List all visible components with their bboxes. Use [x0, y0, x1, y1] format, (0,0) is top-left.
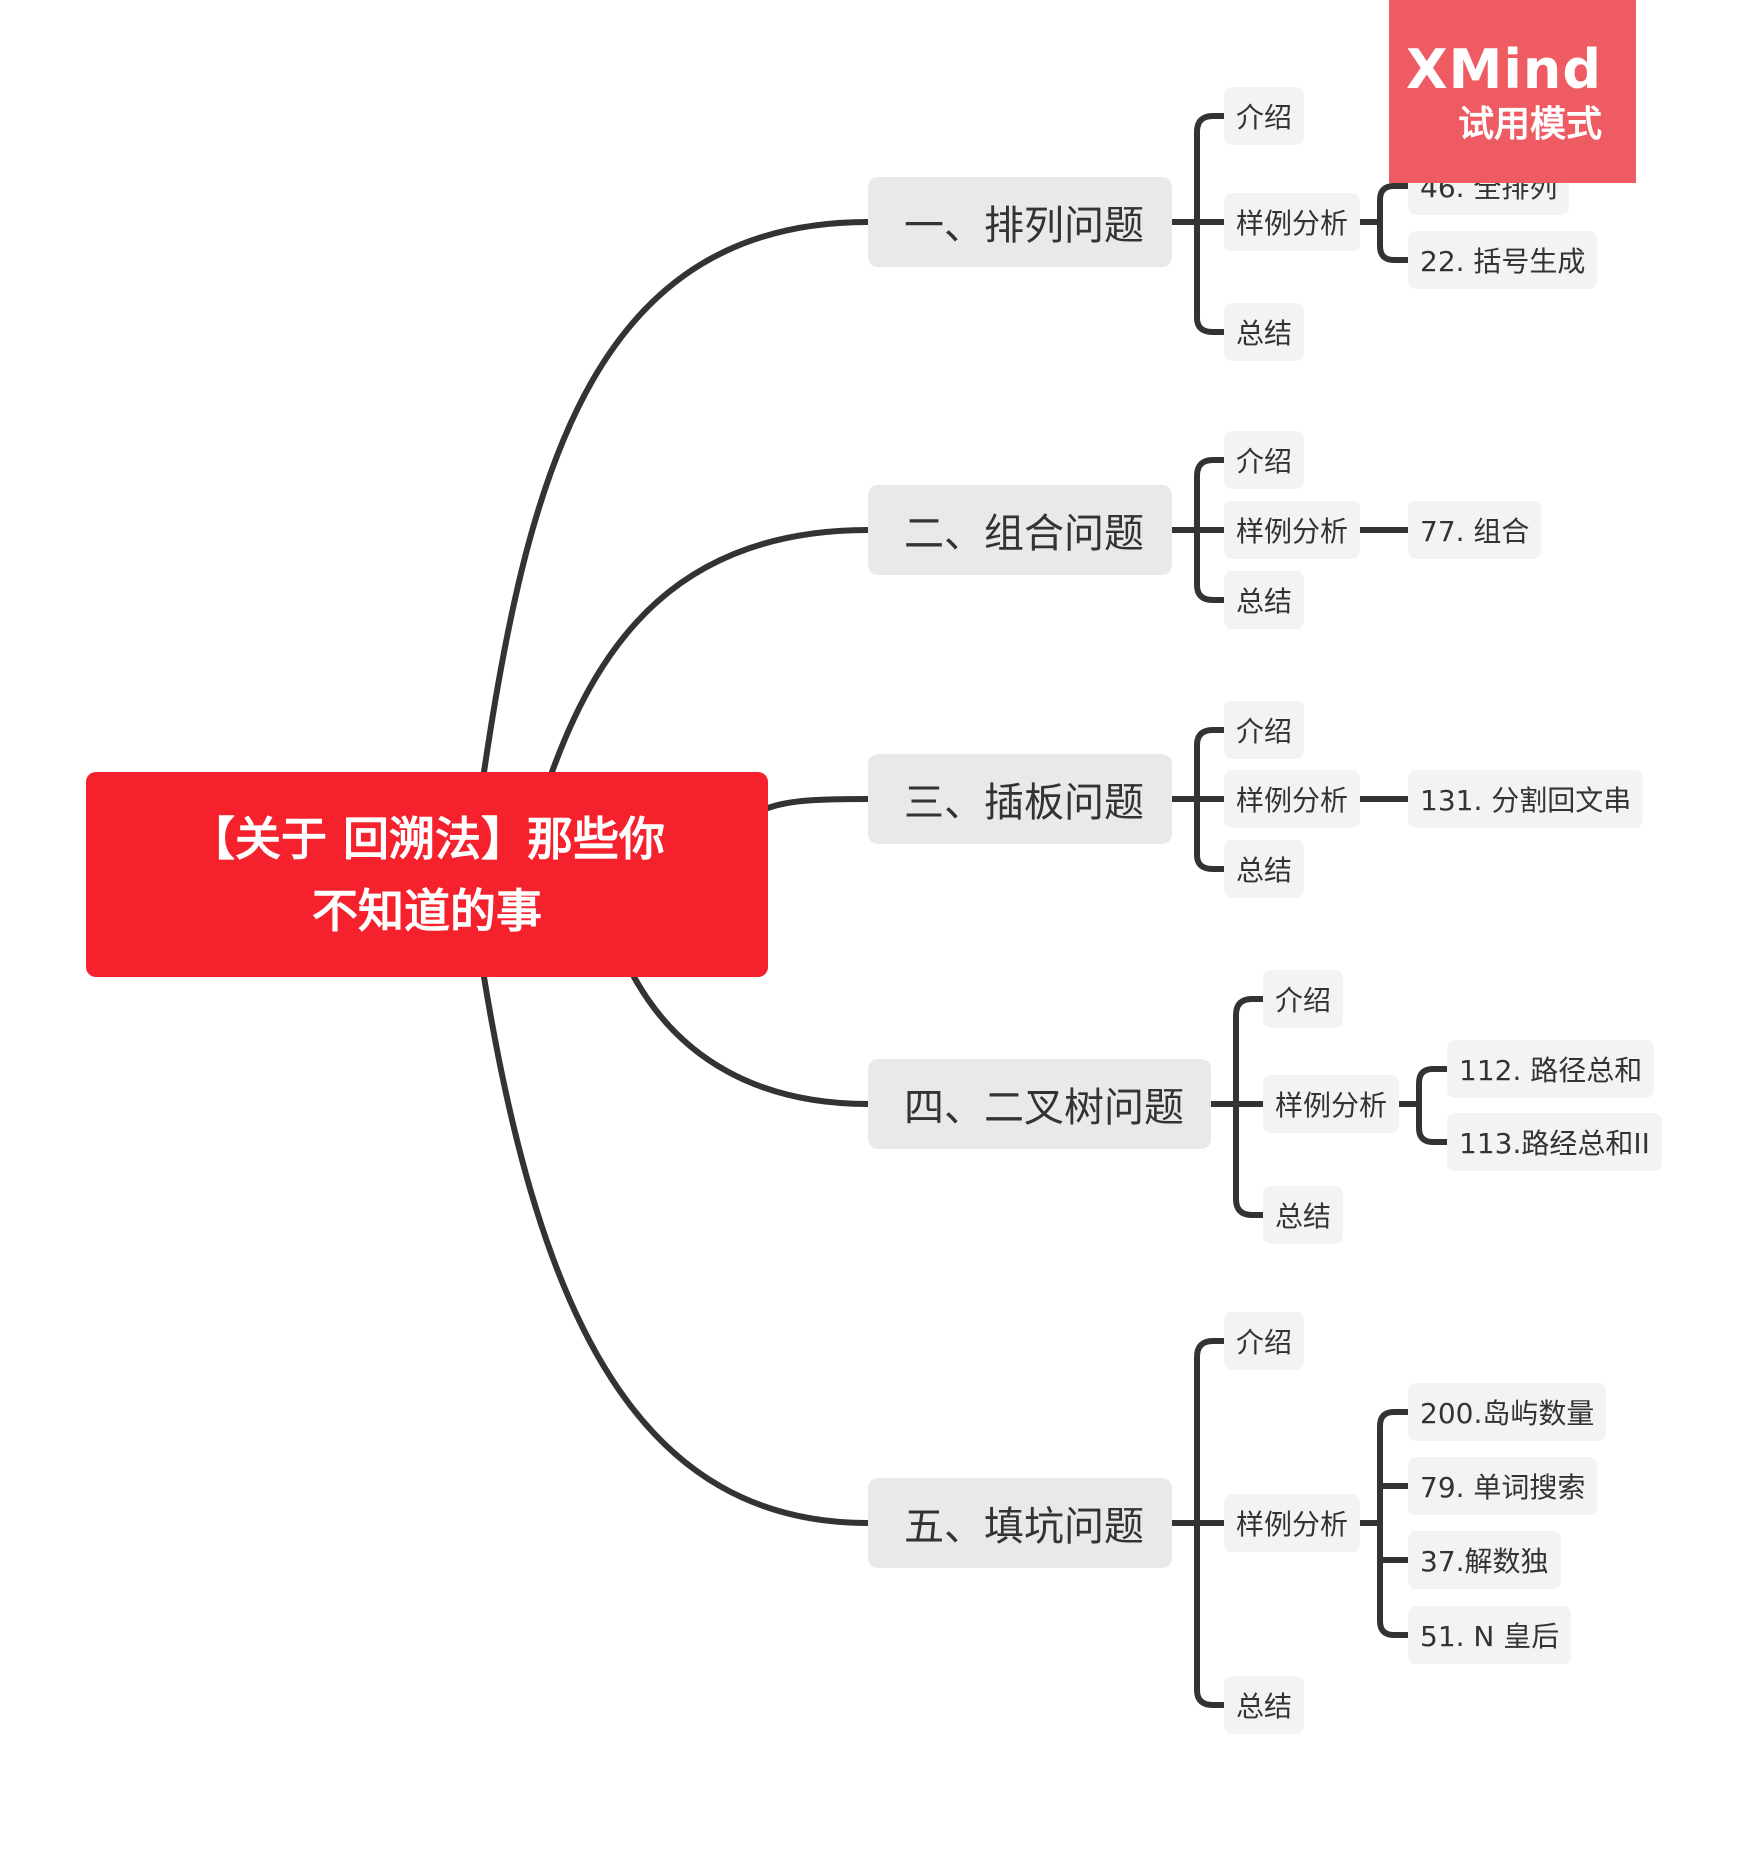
subtopic-label: 介绍 — [1236, 1326, 1293, 1359]
subtopic-label: 介绍 — [1236, 715, 1293, 748]
connector-b4-examples — [1392, 1066, 1450, 1145]
example-item[interactable]: 37.解数独 — [1408, 1531, 1561, 1589]
topic-binary-tree[interactable]: 四、二叉树问题 — [868, 1059, 1211, 1149]
example-item[interactable]: 77. 组合 — [1408, 501, 1542, 559]
connector-root-b3 — [765, 796, 871, 811]
subtopic-label: 总结 — [1236, 585, 1293, 618]
topic-title: 五、填坑问题 — [904, 1504, 1144, 1550]
subtopic-label: 样例分析 — [1236, 1508, 1349, 1541]
example-label: 51. N 皇后 — [1420, 1620, 1560, 1653]
subtopic-label: 样例分析 — [1236, 207, 1349, 240]
subtopic-label: 样例分析 — [1275, 1089, 1388, 1122]
connector-b1-examples — [1353, 183, 1411, 263]
connector-b1 — [1169, 113, 1227, 335]
connector-root-b4 — [631, 974, 871, 1107]
example-label: 37.解数独 — [1420, 1545, 1549, 1578]
example-label: 79. 单词搜索 — [1420, 1471, 1586, 1504]
subtopic-label: 总结 — [1275, 1200, 1332, 1233]
example-label: 77. 组合 — [1420, 515, 1530, 548]
subtopic-examples[interactable]: 样例分析 — [1224, 1494, 1361, 1552]
subtopic-label: 介绍 — [1236, 101, 1293, 134]
subtopic-summary[interactable]: 总结 — [1224, 303, 1305, 361]
subtopic-label: 介绍 — [1275, 984, 1332, 1017]
connector-b5 — [1169, 1338, 1227, 1708]
trial-watermark: XMind 试用模式 — [1389, 0, 1636, 183]
connector-b4 — [1208, 996, 1266, 1218]
subtopic-label: 样例分析 — [1236, 515, 1349, 548]
example-label: 113.路经总和II — [1459, 1127, 1650, 1160]
subtopic-intro[interactable]: 介绍 — [1224, 1312, 1305, 1370]
connector-root-b2 — [549, 527, 871, 775]
example-item[interactable]: 112. 路径总和 — [1447, 1040, 1655, 1098]
topic-title: 三、插板问题 — [904, 780, 1144, 826]
subtopic-label: 介绍 — [1236, 445, 1293, 478]
subtopic-intro[interactable]: 介绍 — [1224, 431, 1305, 489]
example-label: 22. 括号生成 — [1420, 245, 1586, 278]
topic-title: 一、排列问题 — [904, 203, 1144, 249]
subtopic-summary[interactable]: 总结 — [1263, 1186, 1344, 1244]
example-label: 131. 分割回文串 — [1420, 784, 1632, 817]
subtopic-intro[interactable]: 介绍 — [1224, 701, 1305, 759]
example-item[interactable]: 79. 单词搜索 — [1408, 1457, 1598, 1515]
watermark-logo: XMind — [1406, 38, 1602, 101]
subtopic-label: 总结 — [1236, 317, 1293, 350]
central-topic-line1: 【关于 回溯法】那些你 — [188, 811, 665, 866]
subtopic-examples[interactable]: 样例分析 — [1263, 1075, 1400, 1133]
subtopic-intro[interactable]: 介绍 — [1263, 970, 1344, 1028]
subtopic-label: 总结 — [1236, 854, 1293, 887]
connector-b5-examples — [1353, 1409, 1411, 1638]
subtopic-summary[interactable]: 总结 — [1224, 571, 1305, 629]
connector-b3 — [1169, 727, 1227, 872]
topic-partition[interactable]: 三、插板问题 — [868, 754, 1172, 844]
subtopic-examples[interactable]: 样例分析 — [1224, 501, 1361, 559]
example-label: 200.岛屿数量 — [1420, 1397, 1595, 1430]
topic-backfill[interactable]: 五、填坑问题 — [868, 1478, 1172, 1568]
subtopic-examples[interactable]: 样例分析 — [1224, 193, 1361, 251]
example-item[interactable]: 131. 分割回文串 — [1408, 770, 1644, 828]
example-label: 112. 路径总和 — [1459, 1054, 1643, 1087]
subtopic-intro[interactable]: 介绍 — [1224, 87, 1305, 145]
example-item[interactable]: 200.岛屿数量 — [1408, 1383, 1607, 1441]
subtopic-summary[interactable]: 总结 — [1224, 840, 1305, 898]
example-item[interactable]: 22. 括号生成 — [1408, 231, 1598, 289]
connector-b2 — [1169, 457, 1227, 603]
connector-root-b1 — [481, 219, 871, 775]
central-topic-line2: 不知道的事 — [311, 883, 542, 938]
topic-title: 二、组合问题 — [904, 511, 1144, 557]
central-topic[interactable]: 【关于 回溯法】那些你 不知道的事 — [86, 772, 768, 977]
subtopic-label: 样例分析 — [1236, 784, 1349, 817]
example-item[interactable]: 51. N 皇后 — [1408, 1606, 1572, 1664]
topic-title: 四、二叉树问题 — [904, 1085, 1184, 1131]
topic-permutation[interactable]: 一、排列问题 — [868, 177, 1172, 267]
subtopic-examples[interactable]: 样例分析 — [1224, 770, 1361, 828]
watermark-subtitle: 试用模式 — [1457, 104, 1602, 145]
example-item[interactable]: 113.路经总和II — [1447, 1113, 1662, 1171]
topic-combination[interactable]: 二、组合问题 — [868, 485, 1172, 575]
subtopic-label: 总结 — [1236, 1690, 1293, 1723]
connector-root-b5 — [481, 974, 871, 1526]
subtopic-summary[interactable]: 总结 — [1224, 1676, 1305, 1734]
